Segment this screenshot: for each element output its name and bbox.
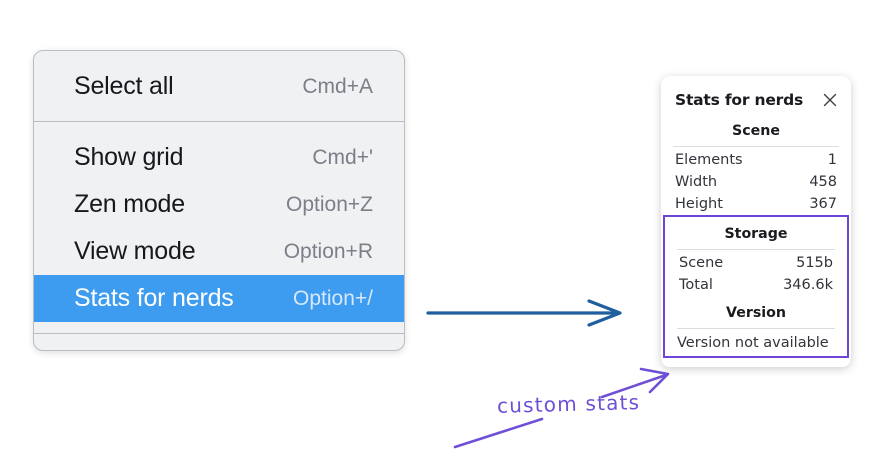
menu-item-stats-for-nerds[interactable]: Stats for nerds Option+/ [34, 275, 404, 322]
menu-item-label: Show grid [74, 143, 184, 171]
stat-value: 515b [796, 255, 833, 271]
stat-row-height: Height 367 [661, 193, 851, 215]
menu-item-select-all[interactable]: Select all Cmd+A [34, 63, 404, 110]
stat-value: 367 [809, 196, 837, 212]
blue-arrow-annotation [426, 299, 622, 327]
menu-item-shortcut: Cmd+' [312, 145, 373, 169]
stat-key: Width [675, 174, 718, 190]
stat-value: 458 [809, 174, 837, 190]
scene-section-divider [673, 146, 839, 147]
custom-stats-highlight-box: Storage Scene 515b Total 346.6k Version … [663, 215, 849, 358]
stat-row-storage-scene: Scene 515b [665, 252, 847, 274]
menu-section-1: Select all Cmd+A [34, 51, 404, 121]
version-section-divider [677, 328, 835, 329]
stat-key: Total [679, 277, 713, 293]
storage-section-divider [677, 249, 835, 250]
stat-key: Height [675, 196, 723, 212]
stats-for-nerds-panel: Stats for nerds Scene Elements 1 Width 4… [661, 76, 851, 367]
version-not-available-text: Version not available [677, 335, 829, 351]
stats-panel-header: Stats for nerds [661, 86, 851, 114]
purple-underline-stroke [453, 417, 544, 449]
storage-section-heading: Storage [724, 226, 788, 242]
menu-item-zen-mode[interactable]: Zen mode Option+Z [34, 181, 404, 228]
stat-value: 1 [827, 152, 837, 168]
menu-item-shortcut: Cmd+A [302, 74, 373, 98]
menu-item-shortcut: Option+R [283, 239, 373, 263]
stat-key: Scene [679, 255, 724, 271]
close-icon[interactable] [821, 91, 839, 109]
menu-footer-spacer [34, 333, 404, 350]
stats-panel-title: Stats for nerds [675, 91, 804, 109]
menu-item-label: Select all [74, 72, 174, 100]
stat-row-storage-total: Total 346.6k [665, 274, 847, 296]
version-section-heading: Version [726, 305, 786, 321]
menu-item-shortcut: Option+/ [293, 286, 373, 310]
stat-value: 346.6k [783, 277, 833, 293]
stat-row-elements: Elements 1 [661, 149, 851, 171]
menu-item-view-mode[interactable]: View mode Option+R [34, 228, 404, 275]
menu-item-show-grid[interactable]: Show grid Cmd+' [34, 134, 404, 181]
context-menu[interactable]: Select all Cmd+A Show grid Cmd+' Zen mod… [33, 50, 405, 351]
menu-item-label: Zen mode [74, 190, 185, 218]
menu-section-2: Show grid Cmd+' Zen mode Option+Z View m… [34, 121, 404, 333]
scene-section-heading: Scene [732, 123, 780, 139]
stat-row-width: Width 458 [661, 171, 851, 193]
stat-key: Elements [675, 152, 743, 168]
custom-stats-annotation-label: custom stats [496, 390, 641, 418]
menu-item-shortcut: Option+Z [286, 192, 373, 216]
menu-item-label: View mode [74, 237, 196, 265]
menu-item-label: Stats for nerds [74, 284, 234, 312]
